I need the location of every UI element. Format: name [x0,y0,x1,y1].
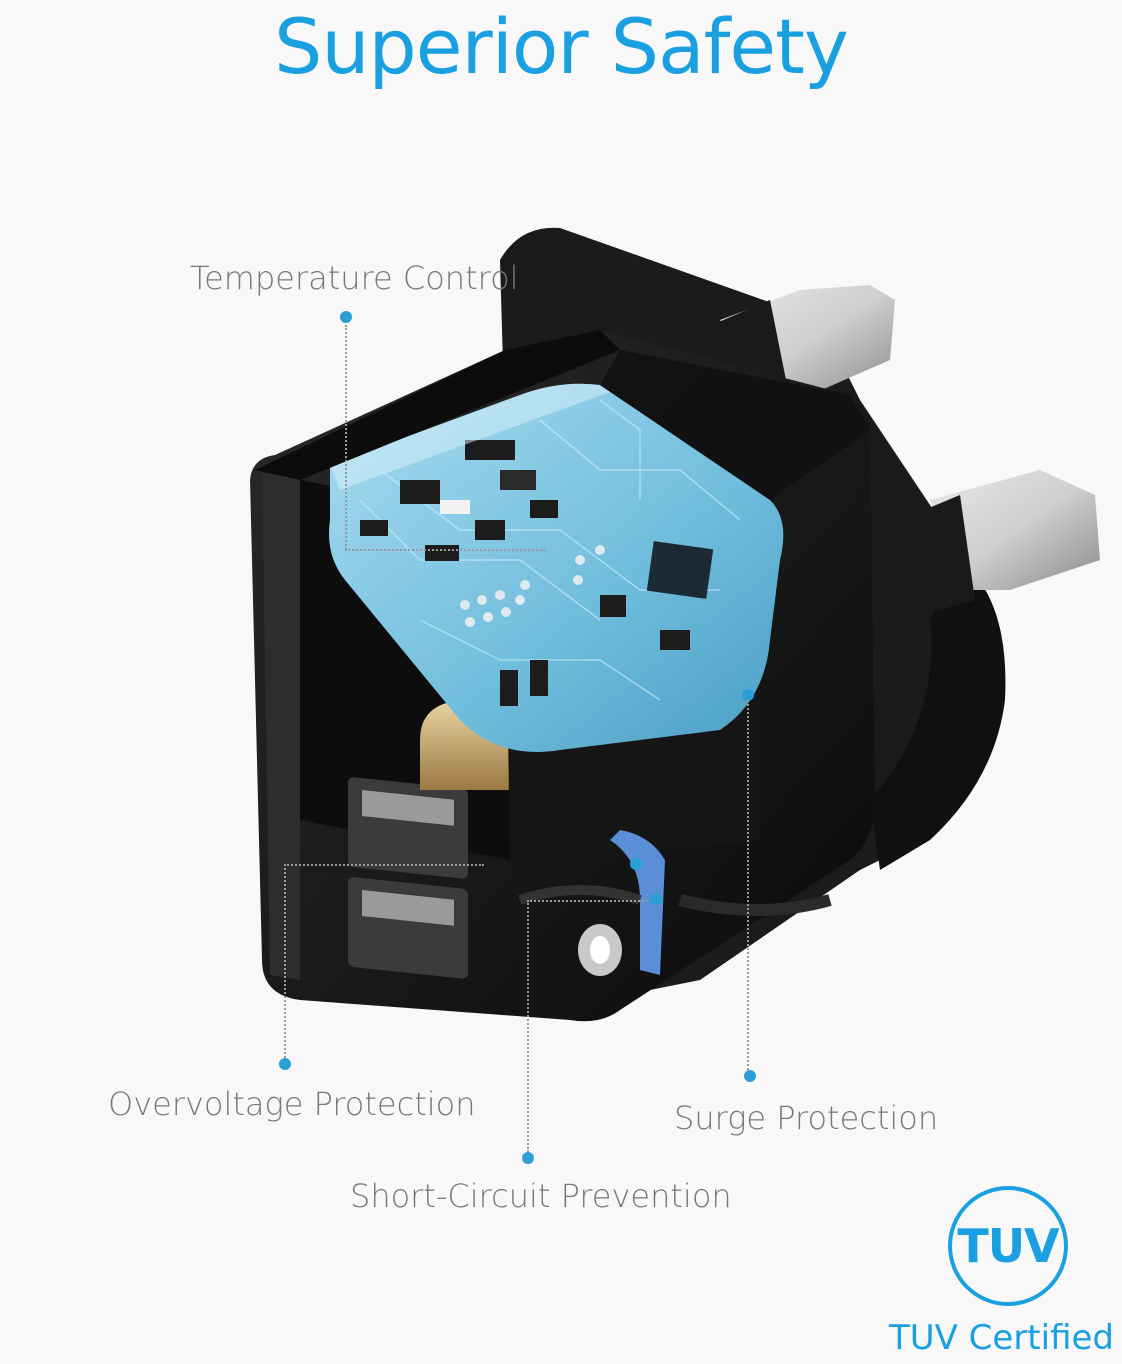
surge-protection-top-marker [742,689,754,701]
tuv-badge: TUV [948,1186,1068,1306]
temperature-control-leader-horizontal [345,549,545,551]
surge-protection-leader [747,700,749,1070]
overvoltage-protection-label: Overvoltage Protection [108,1085,476,1123]
circuit-board [329,383,784,752]
short-circuit-marker [522,1152,534,1164]
tuv-badge-text: TUV [957,1219,1059,1273]
overvoltage-leader-horizontal [284,864,484,866]
temperature-control-label: Temperature Control [190,259,519,297]
surge-protection-marker [744,1070,756,1082]
short-circuit-mid-marker [650,893,662,905]
short-circuit-leader [527,900,529,1152]
short-circuit-top-marker [630,858,642,870]
overvoltage-marker [279,1058,291,1070]
tuv-certified-caption: TUV Certified [888,1318,1114,1358]
temperature-control-marker [340,311,352,323]
short-circuit-prevention-label: Short-Circuit Prevention [350,1177,732,1215]
overvoltage-leader [284,864,286,1058]
short-circuit-leader-horizontal [527,900,647,902]
temperature-control-leader [345,325,347,550]
surge-protection-label: Surge Protection [674,1099,939,1137]
page-title: Superior Safety [274,2,849,91]
